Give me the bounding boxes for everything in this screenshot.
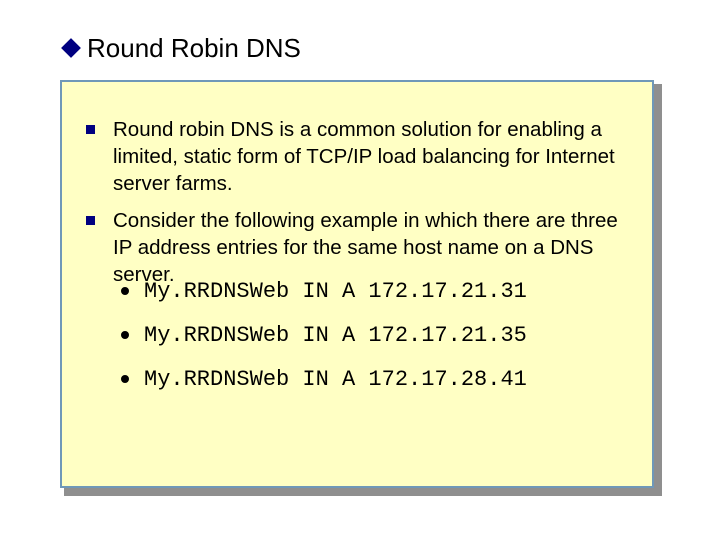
dot-bullet-icon [121, 375, 129, 383]
square-bullet-icon [86, 216, 95, 225]
content-panel [60, 80, 654, 488]
dns-record-item: My.RRDNSWeb IN A 172.17.21.31 [121, 276, 527, 306]
bullet-text: Consider the following example in which … [113, 209, 618, 286]
dns-record-text: My.RRDNSWeb IN A 172.17.28.41 [144, 366, 527, 392]
bullet-item: Round robin DNS is a common solution for… [86, 116, 623, 197]
square-bullet-icon [86, 125, 95, 134]
dns-record-item: My.RRDNSWeb IN A 172.17.28.41 [121, 364, 527, 394]
dot-bullet-icon [121, 331, 129, 339]
dns-record-text: My.RRDNSWeb IN A 172.17.21.31 [144, 278, 527, 304]
dot-bullet-icon [121, 287, 129, 295]
bullet-text: Round robin DNS is a common solution for… [113, 118, 615, 195]
bullet-item: Consider the following example in which … [86, 207, 623, 288]
slide-title-text: Round Robin DNS [87, 32, 301, 63]
slide-title: Round Robin DNS [61, 28, 301, 68]
dns-record-item: My.RRDNSWeb IN A 172.17.21.35 [121, 320, 527, 350]
dns-record-text: My.RRDNSWeb IN A 172.17.21.35 [144, 322, 527, 348]
diamond-bullet-icon [61, 38, 81, 58]
